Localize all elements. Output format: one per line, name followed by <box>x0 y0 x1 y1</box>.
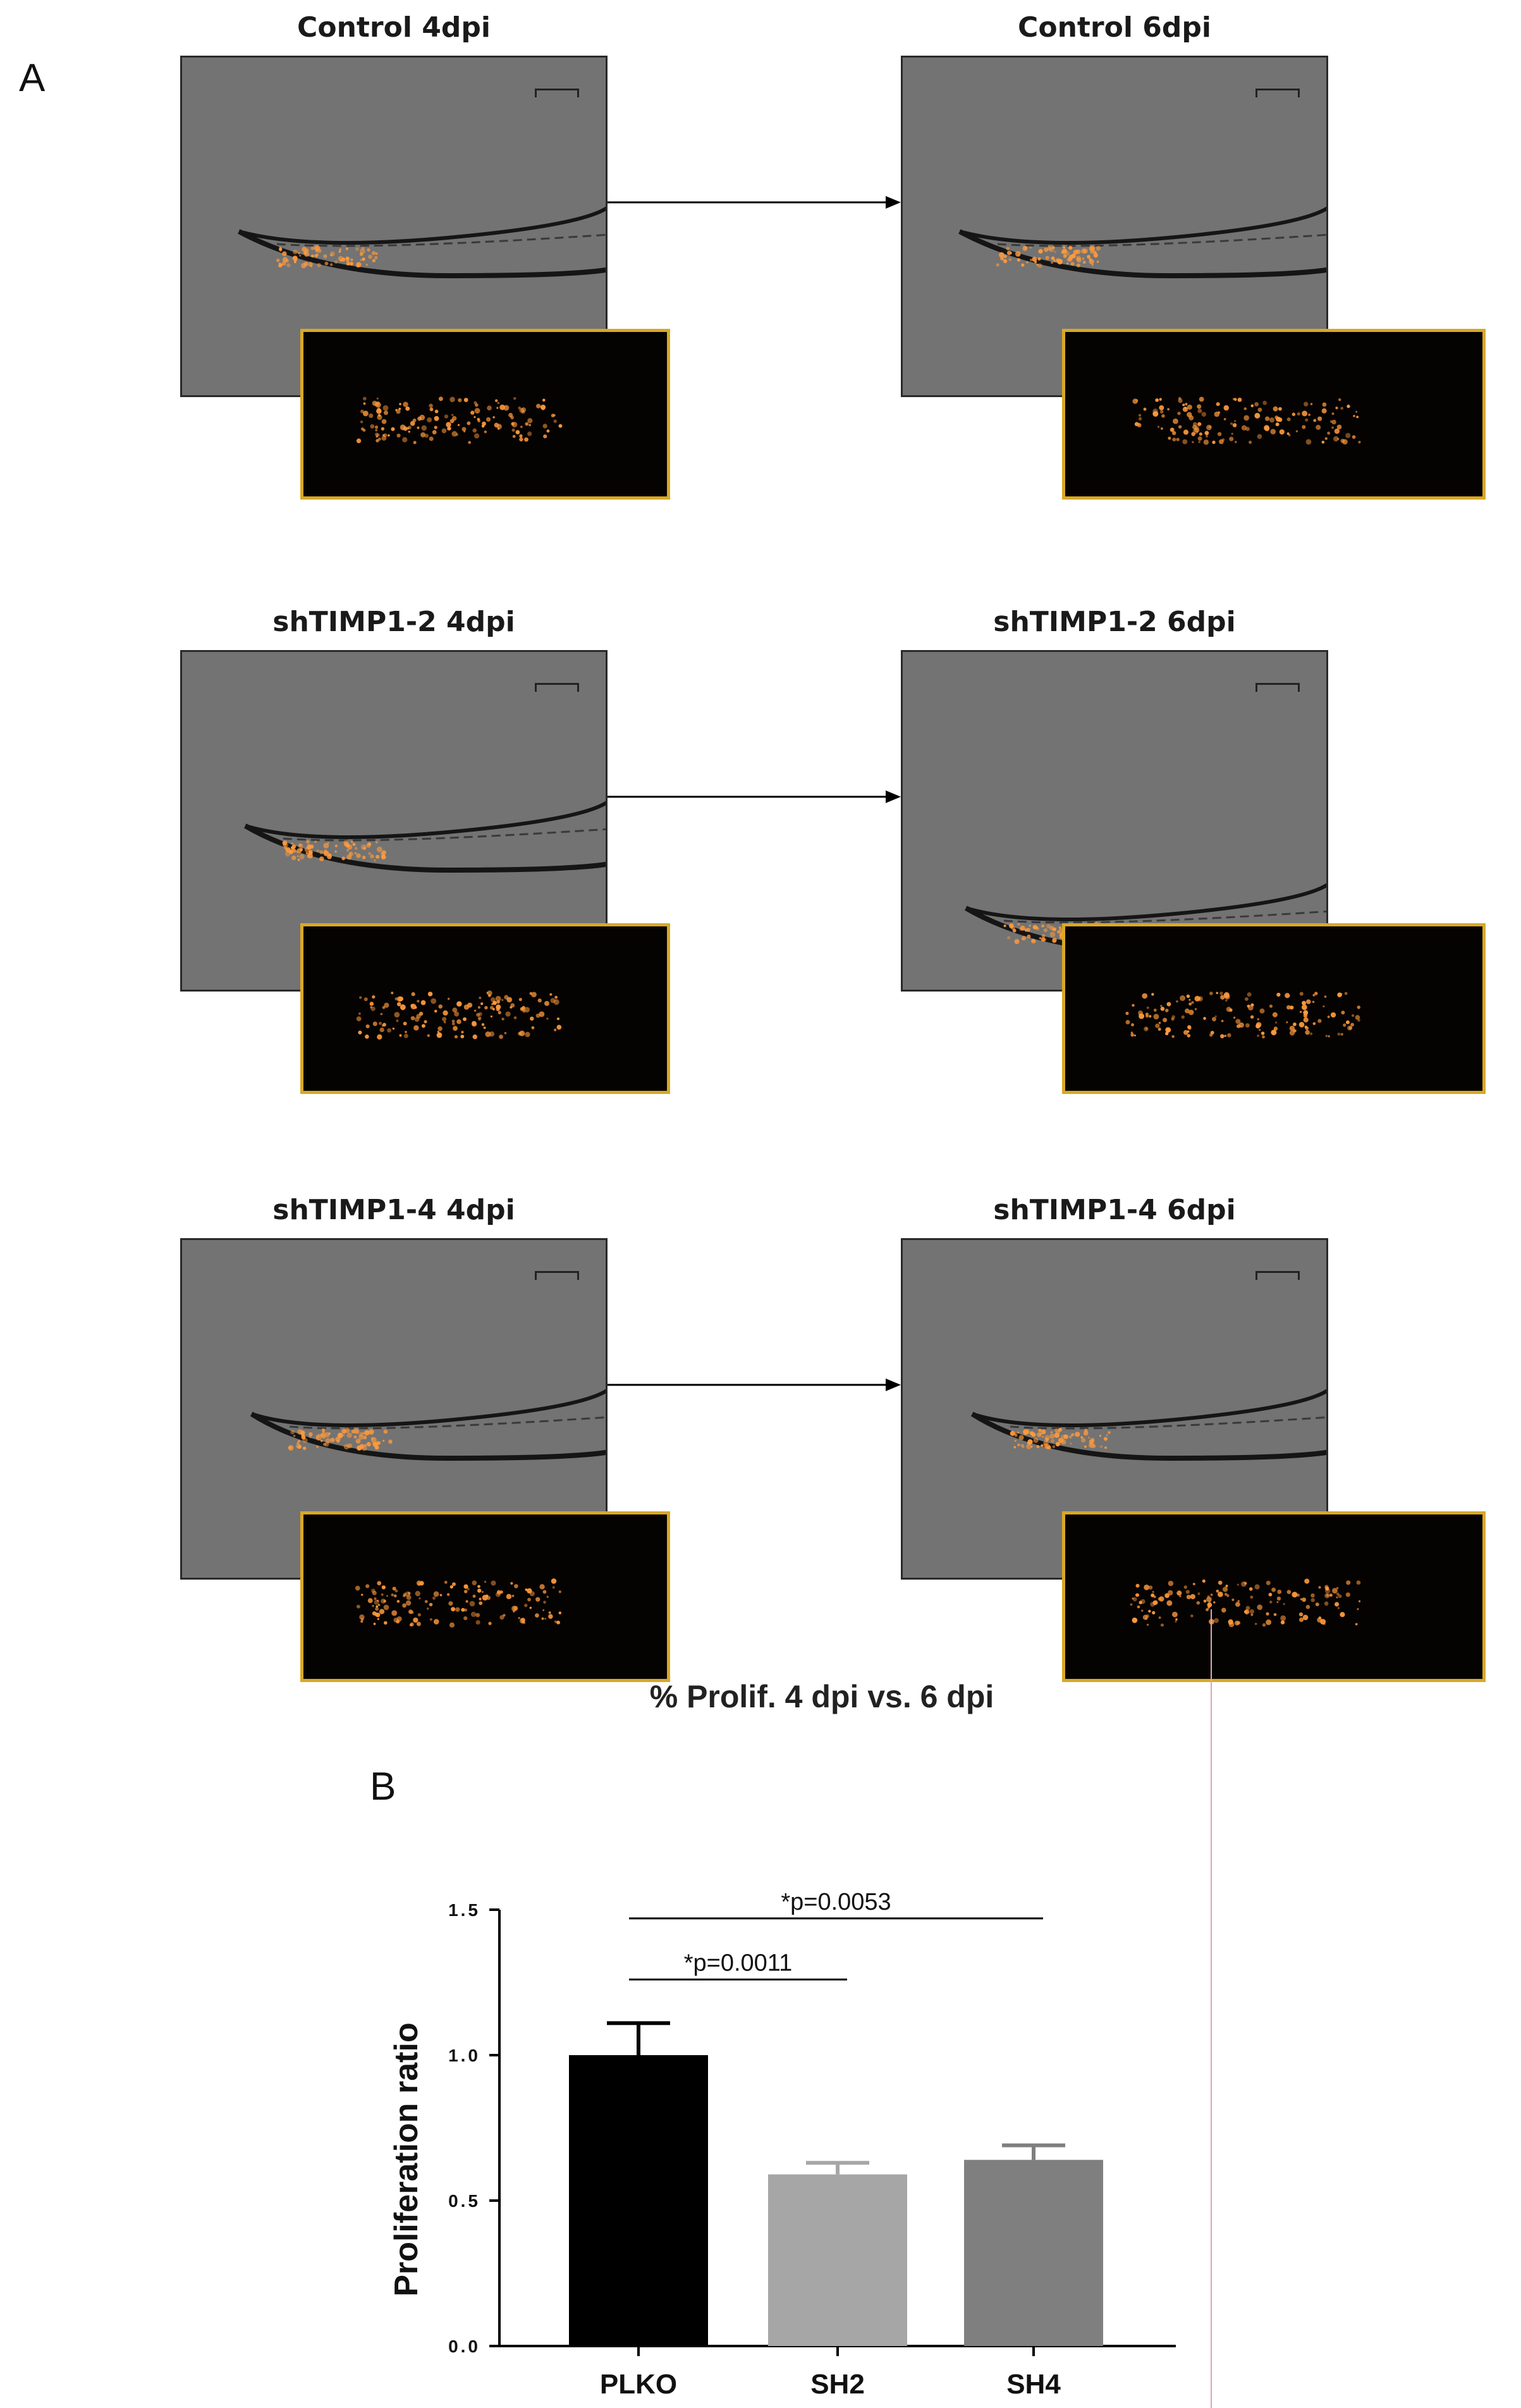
fluorescence-inset <box>1062 923 1486 1094</box>
panel-a-label: A <box>19 56 46 100</box>
bar-plko <box>569 2055 708 2346</box>
fluorescence-inset <box>1062 329 1486 500</box>
y-tick-label: 1.5 <box>448 1900 480 1920</box>
fluorescence-inset <box>1062 1511 1486 1682</box>
panel-b-label: B <box>370 1765 396 1809</box>
y-tick-label: 1.0 <box>448 2046 480 2065</box>
fluorescent-cells <box>355 1578 562 1628</box>
image-title: Control 4dpi <box>297 11 491 44</box>
fluorescent-cells <box>1130 1578 1361 1628</box>
scale-bar <box>535 89 579 97</box>
fluorescent-cells <box>1132 396 1361 445</box>
y-tick-label: 0.0 <box>448 2337 480 2356</box>
image-title: shTIMP1-2 6dpi <box>993 606 1236 638</box>
y-tick-label: 0.5 <box>448 2191 480 2211</box>
time-arrow <box>608 1379 901 1391</box>
bar-sh4 <box>964 2159 1103 2346</box>
tail-outline <box>958 206 1326 279</box>
fluorescence-inset <box>300 923 670 1094</box>
image-title: shTIMP1-2 4dpi <box>272 606 515 638</box>
image-title: shTIMP1-4 4dpi <box>272 1194 515 1226</box>
image-title: Control 6dpi <box>1018 11 1211 44</box>
x-tick-label: PLKO <box>600 2369 677 2400</box>
scale-bar <box>1255 683 1300 692</box>
fluorescence-inset <box>300 329 670 500</box>
x-tick-label: SH2 <box>810 2369 865 2400</box>
scale-bar <box>1255 89 1300 97</box>
bar-sh2 <box>768 2174 907 2346</box>
fluorescent-cells <box>356 990 562 1040</box>
fluorescent-cells <box>356 396 563 445</box>
time-arrow <box>608 196 901 209</box>
tail-outline <box>243 801 606 873</box>
y-axis-label: Proliferation ratio <box>388 2022 425 2296</box>
tail-outline <box>250 1389 606 1461</box>
x-tick-label: SH4 <box>1006 2369 1061 2400</box>
scale-bar <box>1255 1271 1300 1280</box>
significance-label: *p=0.0011 <box>684 1950 793 1976</box>
proliferation-bar-chart: % Prolif. 4 dpi vs. 6 dpi Proliferation … <box>388 1679 1176 2400</box>
scale-bar <box>535 1271 579 1280</box>
fluorescence-inset <box>300 1511 670 1682</box>
tail-outline <box>238 206 606 279</box>
chart-title: % Prolif. 4 dpi vs. 6 dpi <box>650 1679 994 1714</box>
significance-label: *p=0.0053 <box>781 1889 891 1915</box>
image-title: shTIMP1-4 6dpi <box>993 1194 1236 1226</box>
tail-outline <box>970 1389 1326 1461</box>
panel-divider-line <box>1211 1609 1212 2408</box>
time-arrow <box>608 790 901 803</box>
scale-bar <box>535 683 579 692</box>
fluorescent-cells <box>1125 992 1360 1039</box>
